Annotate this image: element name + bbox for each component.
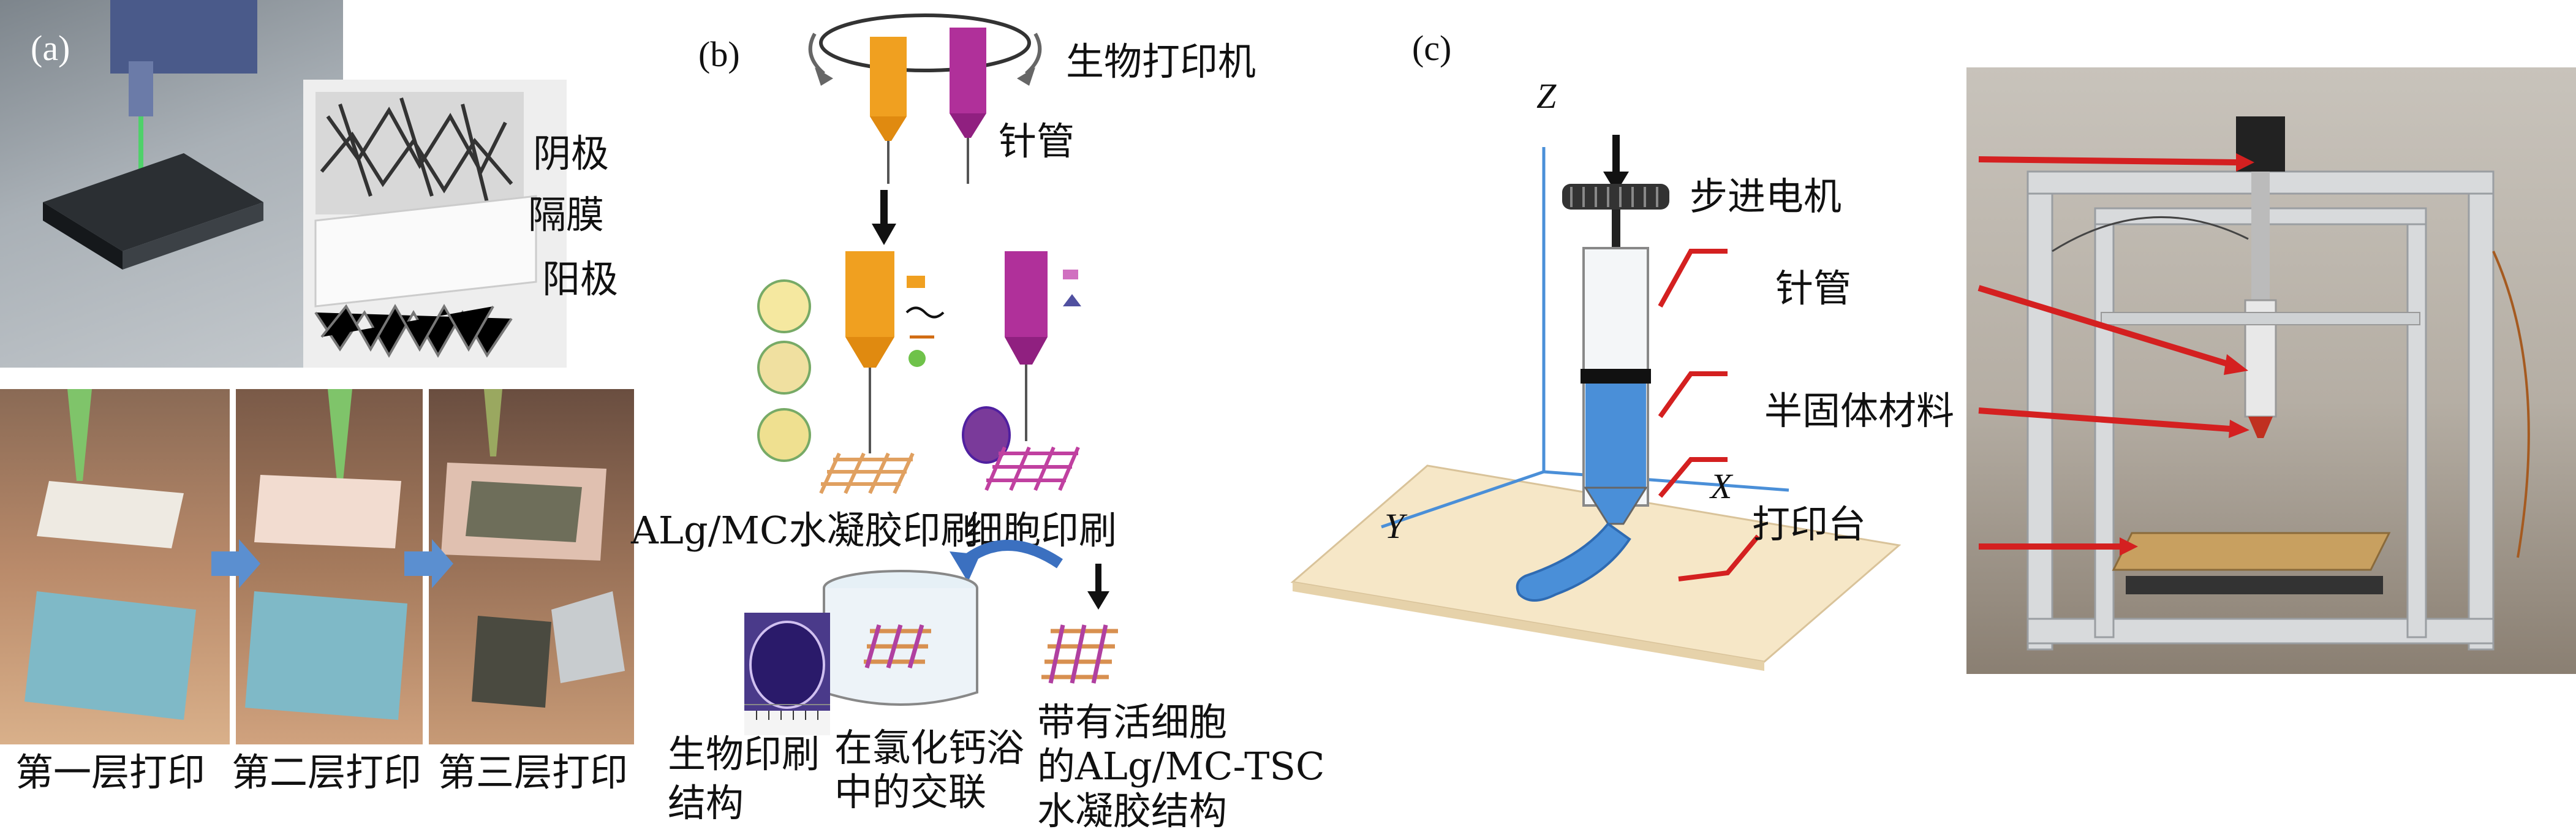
label-syringe-b: 针管	[999, 119, 1075, 164]
axis-x-label: X	[1710, 466, 1732, 506]
label-crosslink-1: 在氯化钙浴	[834, 725, 1025, 770]
bioprinted-dish-photo	[744, 613, 830, 735]
panel-b-letter: (b)	[698, 34, 740, 74]
step-label-2: 第二层打印	[232, 750, 422, 795]
axis-z-label: Z	[1536, 76, 1557, 116]
label-bioprinted-structure-1: 生物印刷	[668, 732, 820, 776]
printer-photo	[1966, 67, 2576, 674]
label-anode: 阳极	[542, 257, 619, 301]
label-crosslink-2: 中的交联	[834, 770, 987, 814]
panel-a-top-photo	[0, 0, 343, 368]
printer-rotation-diagram	[808, 13, 1042, 184]
step-label-3: 第三层打印	[438, 750, 629, 795]
step-1-illustration	[25, 389, 196, 720]
step-arrow-1	[211, 539, 260, 588]
crosslink-process-diagram	[766, 540, 1118, 706]
label-cathode: 阴极	[533, 131, 610, 176]
label-semisolid-material: 半固体材料	[1764, 388, 1955, 433]
label-tsc-1: 带有活细胞	[1037, 700, 1228, 744]
electrode-layers-illustration	[314, 92, 537, 358]
step-photo-2	[236, 389, 423, 744]
print-head-illustration	[43, 0, 263, 270]
label-separator: 隔膜	[528, 192, 605, 237]
dish-illustration	[744, 621, 830, 735]
step-3-illustration	[441, 389, 625, 708]
axis-y-label: Y	[1384, 506, 1405, 546]
label-stepper-motor: 步进电机	[1690, 174, 1842, 219]
extrusion-printer-diagram	[1290, 135, 1902, 671]
printer-frame-illustration	[1977, 116, 2530, 651]
step-photo-1	[0, 389, 230, 744]
label-hydrogel-print: ALg/MC水凝胶印刷	[631, 508, 979, 553]
panel-a-layer-render	[303, 80, 567, 368]
label-bioprinter: 生物打印机	[1066, 39, 1256, 84]
label-tsc-3: 水凝胶结构	[1037, 789, 1228, 833]
label-syringe-c: 针管	[1775, 266, 1852, 311]
label-tsc-2: 的ALg/MC-TSC	[1037, 744, 1325, 789]
label-print-platform: 打印台	[1752, 502, 1867, 547]
step-arrow-2	[404, 539, 453, 588]
label-bioprinted-structure-2: 结构	[668, 781, 744, 825]
panel-c-letter: (c)	[1412, 28, 1452, 68]
step-label-1: 第一层打印	[15, 750, 206, 795]
panel-a-letter: (a)	[31, 28, 70, 68]
down-arrow-1	[872, 190, 896, 245]
step-photo-3	[429, 389, 634, 744]
dual-printing-diagram	[757, 251, 1081, 494]
step-2-illustration	[245, 389, 407, 720]
